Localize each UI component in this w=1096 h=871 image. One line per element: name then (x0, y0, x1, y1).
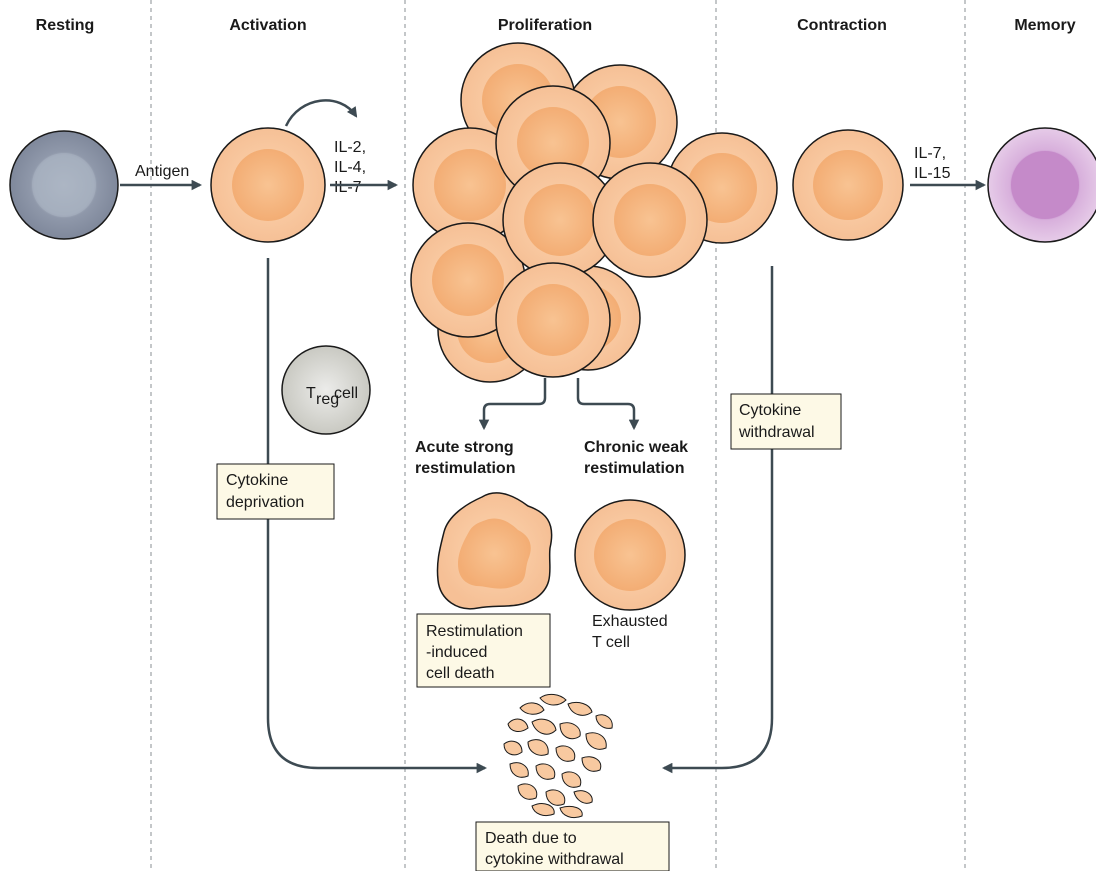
treg-t-label: T (306, 385, 316, 402)
phase-proliferation: Proliferation (498, 17, 592, 34)
death-box: Death due to cytokine withdrawal (475, 821, 670, 871)
exhausted-t-cell (574, 499, 686, 611)
contracting-t-cell (792, 129, 904, 241)
activated-t-cell (210, 127, 326, 243)
acute-line2: restimulation (415, 460, 515, 477)
cytokine-withdrawal-line1: Cytokine (739, 402, 801, 419)
cytokine-deprivation-line1: Cytokine (226, 472, 288, 489)
il-4-label: IL-4, (334, 159, 366, 176)
death-line1: Death due to (485, 830, 577, 847)
exhausted-line2: T cell (592, 634, 630, 651)
cytokine-withdrawal-line2: withdrawal (738, 424, 815, 441)
phase-activation: Activation (229, 17, 306, 34)
acute-branch-arrow (478, 378, 547, 431)
treg-cell-label: cell (334, 385, 358, 402)
cytokine-withdrawal-box: Cytokine withdrawal (730, 393, 842, 450)
ricd-line2: -induced (426, 644, 487, 661)
il-7-memory-label: IL-7, (914, 145, 946, 162)
phase-contraction: Contraction (797, 17, 887, 34)
treg-sub-label: reg (316, 391, 339, 408)
chronic-line1: Chronic weak (584, 439, 688, 456)
apoptotic-cell-fragments (503, 693, 613, 819)
chronic-branch-arrow (576, 378, 640, 431)
ricd-cell (436, 492, 553, 610)
il-2-label: IL-2, (334, 139, 366, 156)
exhausted-line1: Exhausted (592, 613, 668, 630)
memory-t-cell (987, 127, 1096, 243)
antigen-label: Antigen (135, 163, 189, 180)
phase-memory: Memory (1014, 17, 1075, 34)
cytokine-deprivation-box: Cytokine deprivation (216, 463, 335, 520)
ricd-line1: Restimulation (426, 623, 523, 640)
cytokine-deprivation-path (266, 258, 488, 774)
ricd-line3: cell death (426, 665, 495, 682)
cytokine-deprivation-line2: deprivation (226, 494, 304, 511)
death-line2: cytokine withdrawal (485, 851, 624, 868)
treg-cell: T reg cell (281, 345, 371, 435)
acute-line1: Acute strong (415, 439, 514, 456)
proliferating-cell-cluster (410, 42, 778, 383)
resting-t-cell (9, 130, 119, 240)
cytokine-withdrawal-path (661, 266, 774, 774)
il-15-label: IL-15 (914, 165, 951, 182)
phase-resting: Resting (36, 17, 95, 34)
ricd-box: Restimulation -induced cell death (416, 613, 551, 688)
il-7-label: IL-7 (334, 179, 362, 196)
chronic-line2: restimulation (584, 460, 684, 477)
autocrine-arrow (284, 99, 358, 127)
